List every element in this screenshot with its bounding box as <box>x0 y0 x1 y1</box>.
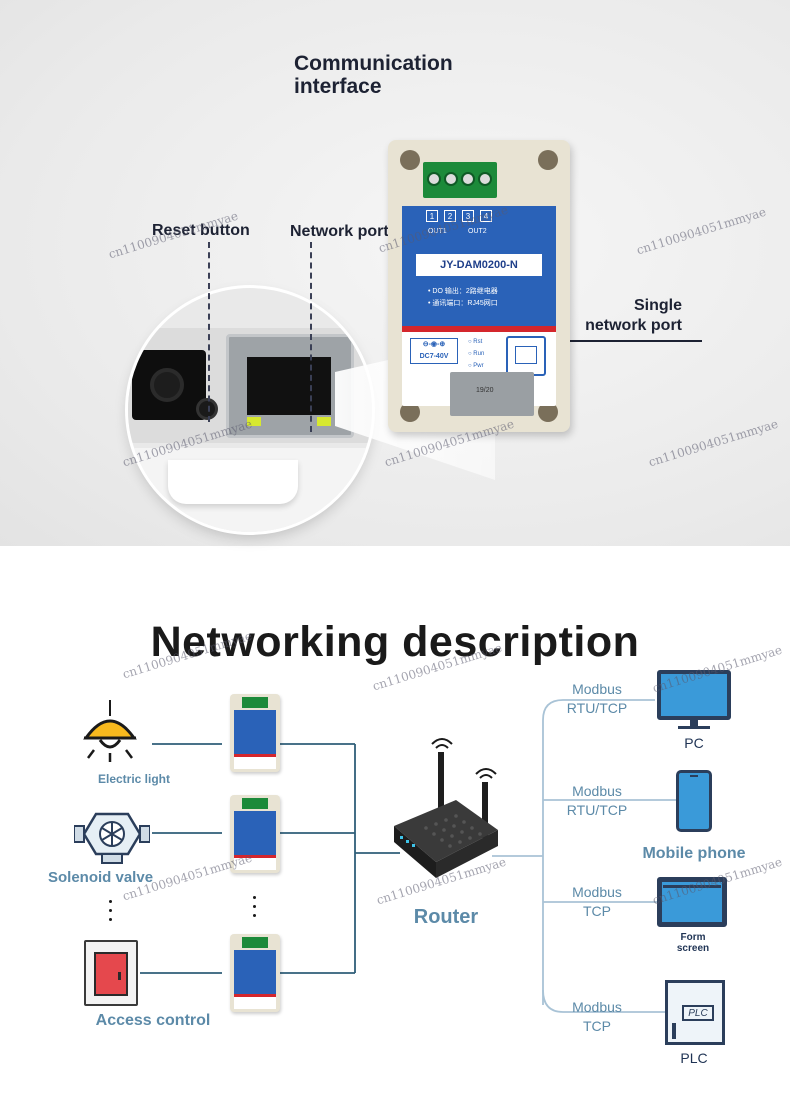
pc-icon <box>657 670 731 720</box>
more-devices-dots <box>109 900 113 927</box>
router-icon <box>394 738 498 878</box>
reset-button-detail <box>196 398 218 420</box>
terminal-block <box>423 162 497 198</box>
pc-label: PC <box>684 735 704 751</box>
single-port-leader-line <box>566 340 702 342</box>
form-screen-label: Form screen <box>676 932 710 954</box>
spec-line-2: • 通讯端口：RJ45网口 <box>428 300 498 307</box>
din-rail-clip <box>128 448 372 532</box>
terminal-number: 3 <box>462 210 474 222</box>
single-network-port-label: Single network port <box>585 297 682 334</box>
reset-button-label: Reset button <box>152 222 250 239</box>
router-label: Router <box>413 906 479 928</box>
relay-module-photo: 1 2 3 4 OUT1 OUT2 JY-DAM0200-N • DO 输出：2… <box>388 140 570 432</box>
light-icon <box>83 700 137 762</box>
relay-module-2 <box>230 795 280 873</box>
protocol-label-form: Modbus TCP <box>572 884 622 919</box>
relay-module-1 <box>230 694 280 772</box>
pc-stand <box>690 720 698 726</box>
more-modules-dots <box>253 896 257 923</box>
protocol-label-phone: Modbus RTU/TCP <box>566 783 628 818</box>
solenoid-valve-label: Solenoid valve <box>48 869 154 886</box>
mobile-phone-label: Mobile phone <box>642 845 746 862</box>
solenoid-valve-icon <box>74 812 150 864</box>
plc-icon: PLC <box>665 980 725 1045</box>
terminal-number: 1 <box>426 210 438 222</box>
network-leader-line <box>310 242 312 432</box>
networking-title: Networking description <box>150 618 640 666</box>
plc-tag: PLC <box>682 1005 714 1021</box>
module-port-housing: 19/20 <box>450 372 534 416</box>
electric-light-label: Electric light <box>97 772 171 786</box>
out1-label: OUT1 <box>428 228 447 235</box>
out2-label: OUT2 <box>468 228 487 235</box>
communication-interface-label: Communication interface <box>294 52 453 98</box>
access-control-icon <box>84 940 138 1006</box>
spec-line-1: • DO 输出：2路继电器 <box>428 288 498 295</box>
reset-leader-line <box>208 242 210 422</box>
network-port-label: Network port <box>290 223 389 240</box>
status-leds: ○ Rst ○ Run ○ Pwr <box>468 339 485 369</box>
power-jack <box>132 350 206 420</box>
relay-module-3 <box>230 934 280 1012</box>
terminal-number: 2 <box>444 210 456 222</box>
plc-label: PLC <box>680 1050 708 1066</box>
terminal-number: 4 <box>480 210 492 222</box>
pc-base <box>678 726 710 729</box>
mobile-phone-icon <box>676 770 712 832</box>
access-control-label: Access control <box>95 1012 211 1029</box>
protocol-label-pc: Modbus RTU/TCP <box>566 681 628 716</box>
form-screen-icon <box>657 877 727 927</box>
protocol-label-plc: Modbus TCP <box>572 999 622 1034</box>
model-name: JY-DAM0200-N <box>416 254 542 276</box>
product-panel: Communication interface Reset button Net… <box>0 0 790 546</box>
power-rating: ⊖-◉-⊕DC7-40V <box>410 338 458 364</box>
